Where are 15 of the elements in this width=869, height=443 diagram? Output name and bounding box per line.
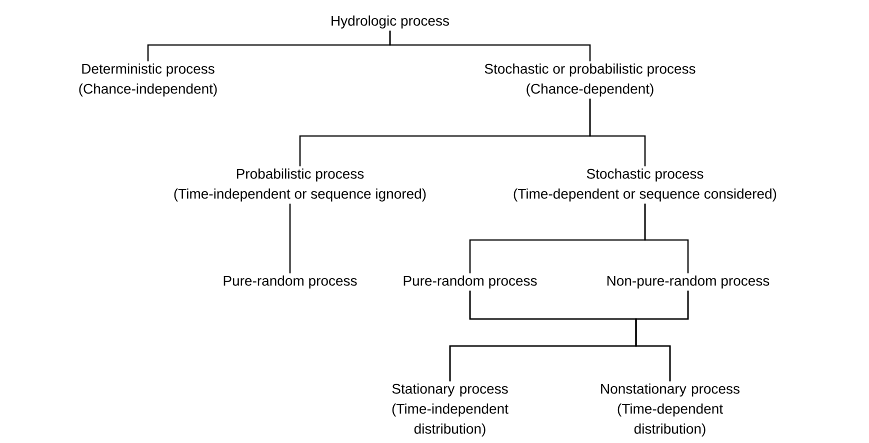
- process-label: Hydrologic process: [332, 15, 449, 29]
- process-label: Pure-random process: [404, 275, 537, 289]
- process-label: Deterministic process (Chance-independent): [79, 63, 217, 97]
- connector-line: [389, 30, 591, 62]
- connector-line: [635, 290, 689, 382]
- process-label: Nonstationary process (Time-dependent distribution): [601, 383, 740, 437]
- process-label: Pure-random process: [224, 275, 357, 289]
- connector-line: [289, 204, 291, 274]
- process-label: Stationary process (Time-independent distribution): [392, 383, 508, 437]
- process-label: Stochastic or probabilistic process (Chance-dependent): [484, 63, 696, 97]
- connector-line: [644, 204, 689, 274]
- process-label: Non-pure-random process: [607, 275, 770, 289]
- process-label: Stochastic process (Time-dependent or sequence considered): [514, 168, 776, 202]
- process-label: Probabilistic process (Time-independent or sequence ignored): [174, 168, 426, 202]
- connector-line: [589, 98, 646, 166]
